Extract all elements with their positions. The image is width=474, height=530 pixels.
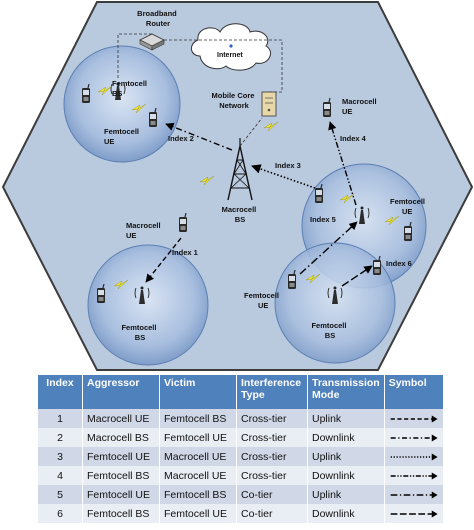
- top-ue-label: Femtocell UE: [104, 127, 141, 146]
- cell-aggressor: Femtocell UE: [82, 485, 160, 504]
- cell-aggressor: Macrocell UE: [82, 409, 160, 428]
- cell-aggressor: Femtocell UE: [82, 447, 160, 466]
- backhaul-link: [117, 33, 152, 78]
- line-symbol-dash: [390, 415, 438, 422]
- header-index: Index: [38, 375, 83, 409]
- interference-arrow-6: [341, 265, 373, 287]
- cell-type: Cross-tier: [236, 428, 308, 447]
- cell-symbol: [384, 428, 445, 447]
- cell-victim: Femtocell BS: [159, 485, 237, 504]
- cell-mode: Downlink: [307, 466, 385, 485]
- cell-victim: Femtocell UE: [159, 428, 237, 447]
- cell-index: 4: [38, 466, 83, 485]
- table-row: 4 Femtocell BS Macrocell UE Cross-tier D…: [38, 466, 445, 485]
- cell-mode: Uplink: [307, 447, 385, 466]
- lower-ue-label: Femtocell UE: [244, 291, 281, 310]
- header-victim: Victim: [159, 375, 237, 409]
- cell-symbol: [384, 504, 445, 523]
- cell-aggressor: Femtocell BS: [82, 466, 160, 485]
- macro-ue-left-label: Macrocell UE: [126, 221, 163, 240]
- cell-type: Cross-tier: [236, 466, 308, 485]
- table-row: 1 Macrocell UE Femtocell BS Cross-tier U…: [38, 409, 445, 428]
- cell-symbol: [384, 447, 445, 466]
- table-row: 6 Femtocell BS Femtocell UE Co-tier Down…: [38, 504, 445, 523]
- table-row: 3 Femtocell UE Macrocell UE Cross-tier U…: [38, 447, 445, 466]
- cell-index: 2: [38, 428, 83, 447]
- cell-index: 1: [38, 409, 83, 428]
- macro-bs-label: Macrocell BS: [222, 205, 259, 224]
- cell-mode: Uplink: [307, 409, 385, 428]
- macrocell-tower-icon: [227, 138, 253, 201]
- cell-index: 3: [38, 447, 83, 466]
- femtocell-coverage-bottom: [87, 244, 209, 366]
- internet-label: Internet: [217, 52, 243, 59]
- line-symbol-dashdot: [390, 434, 438, 441]
- index-4-label: Index 4: [340, 134, 367, 143]
- header-aggressor: Aggressor: [82, 375, 160, 409]
- cell-symbol: [384, 485, 445, 504]
- index-2-label: Index 2: [168, 134, 194, 143]
- header-transmission-mode: Transmission Mode: [307, 375, 385, 409]
- table-header-row: Index Aggressor Victim Interference Type…: [38, 375, 445, 409]
- network-diagram: Internet Broadband Router Mobile Core Ne…: [1, 1, 474, 371]
- top-bs-label: Femtocell BS: [112, 79, 149, 98]
- router-label: Broadband Router: [137, 9, 179, 28]
- cell-type: Cross-tier: [236, 409, 308, 428]
- interference-arrow-5: [299, 221, 358, 275]
- cell-symbol: [384, 409, 445, 428]
- core-server-icon: [261, 91, 277, 117]
- bottom-bs-label: Femtocell BS: [121, 323, 158, 342]
- header-interference-type: Interference Type: [236, 375, 308, 409]
- line-symbol-dashdotdot: [390, 472, 438, 479]
- line-symbol-longdash: [390, 510, 438, 517]
- bs-core-link: [239, 117, 263, 147]
- cell-aggressor: Macrocell BS: [82, 428, 160, 447]
- interference-legend-table: Index Aggressor Victim Interference Type…: [38, 375, 445, 523]
- right-ue-label: Femtocell UE: [390, 197, 427, 216]
- cell-victim: Macrocell UE: [159, 466, 237, 485]
- cell-index: 6: [38, 504, 83, 523]
- line-symbol-longdashdot: [390, 491, 438, 498]
- macro-ue-top-label: Macrocell UE: [342, 97, 379, 116]
- cell-mode: Downlink: [307, 504, 385, 523]
- index-6-label: Index 6: [386, 259, 412, 268]
- right-bs-label: Femtocell BS: [311, 321, 348, 340]
- table-row: 2 Macrocell BS Femtocell UE Cross-tier D…: [38, 428, 445, 447]
- line-symbol-dot: [390, 453, 438, 460]
- interference-arrow-1: [145, 237, 182, 283]
- cell-mode: Downlink: [307, 428, 385, 447]
- cell-victim: Femtocell BS: [159, 409, 237, 428]
- internet-cloud-icon: [191, 23, 271, 71]
- interference-arrow-2: [165, 122, 233, 151]
- core-label: Mobile Core Network: [211, 91, 256, 110]
- index-3-label: Index 3: [275, 161, 301, 170]
- cell-index: 5: [38, 485, 83, 504]
- cell-mode: Uplink: [307, 485, 385, 504]
- header-symbol: Symbol: [384, 375, 445, 409]
- cell-aggressor: Femtocell BS: [82, 504, 160, 523]
- interference-arrow-3: [251, 164, 316, 189]
- femtocell-coverage-top: [63, 45, 181, 163]
- cell-type: Co-tier: [236, 485, 308, 504]
- cell-type: Cross-tier: [236, 447, 308, 466]
- cell-victim: Femtocell UE: [159, 504, 237, 523]
- index-5-label: Index 5: [310, 215, 336, 224]
- router-icon: [139, 33, 165, 51]
- table-row: 5 Femtocell UE Femtocell BS Co-tier Upli…: [38, 485, 445, 504]
- cell-type: Co-tier: [236, 504, 308, 523]
- cell-victim: Macrocell UE: [159, 447, 237, 466]
- interference-arrow-4: [328, 121, 357, 206]
- cell-symbol: [384, 466, 445, 485]
- index-1-label: Index 1: [172, 248, 198, 257]
